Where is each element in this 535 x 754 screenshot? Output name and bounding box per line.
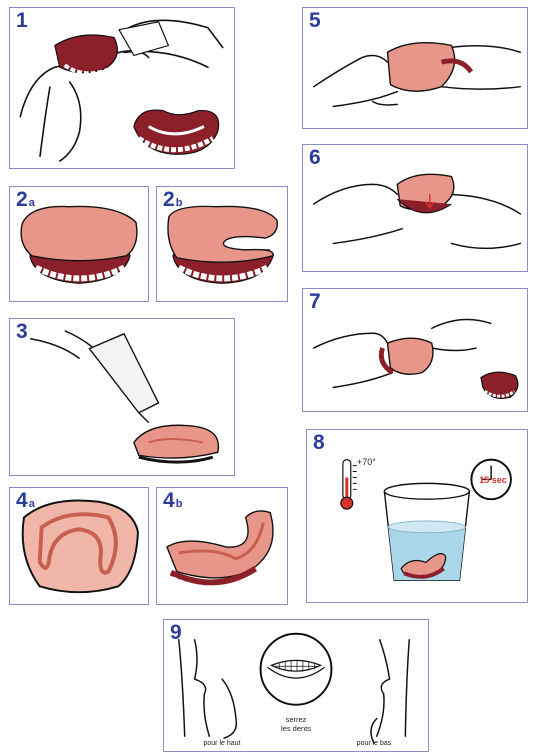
step-4a-panel: 4a xyxy=(9,487,149,605)
step-number: 1 xyxy=(16,10,28,31)
step-number: 4a xyxy=(16,490,35,511)
step-number: 4b xyxy=(163,490,182,511)
step-1-panel: 1 xyxy=(9,7,235,169)
caption-upper: pour le haut xyxy=(192,740,252,747)
temperature-label: +70° xyxy=(357,458,376,467)
adhesive-pad-shape xyxy=(387,338,433,374)
peeling-backing-illustration xyxy=(303,289,527,411)
caption-bite-line2: les dents xyxy=(270,725,322,733)
step-2b-panel: 2b xyxy=(156,186,288,302)
step-3-panel: 3 xyxy=(9,318,235,476)
step-number: 2b xyxy=(163,189,182,210)
adhesive-pad-shape xyxy=(168,206,277,262)
thermometer-icon xyxy=(341,460,357,509)
timer-label: 15 sec xyxy=(477,476,509,485)
adhesive-pad-shape xyxy=(167,511,273,578)
adhesive-pad-shape xyxy=(21,206,137,260)
soaking-in-water-illustration xyxy=(307,430,527,602)
adhesive-pad-shape xyxy=(134,425,219,458)
step-number: 2a xyxy=(16,189,35,210)
cleaning-denture-illustration xyxy=(10,8,234,168)
step-number: 7 xyxy=(309,291,321,312)
caption-bite-line1: serrez xyxy=(270,716,322,724)
applying-water-illustration xyxy=(10,319,234,475)
step-number: 9 xyxy=(170,622,182,643)
step-number: 6 xyxy=(309,147,321,168)
step-9-panel: 9 pour le haut serrez les dents pour le … xyxy=(163,619,429,752)
step-6-panel: 6 xyxy=(302,144,528,272)
step-4b-panel: 4b xyxy=(156,487,288,605)
pressing-pad-illustration xyxy=(303,145,527,271)
step-number: 5 xyxy=(309,10,321,31)
caption-lower: pour le bas xyxy=(346,740,402,747)
step-7-panel: 7 xyxy=(302,288,528,412)
step-5-panel: 5 xyxy=(302,7,528,129)
denture-shape xyxy=(481,372,518,398)
placing-pad-illustration xyxy=(303,8,527,128)
adhesive-pad-shape xyxy=(387,43,454,92)
dropper-shape xyxy=(89,334,158,413)
step-2a-panel: 2a xyxy=(9,186,149,302)
step-number: 3 xyxy=(16,321,28,342)
denture-shape xyxy=(134,110,219,154)
step-8-panel: 8 +70° 15 sec xyxy=(306,429,528,603)
step-number: 8 xyxy=(313,432,325,453)
